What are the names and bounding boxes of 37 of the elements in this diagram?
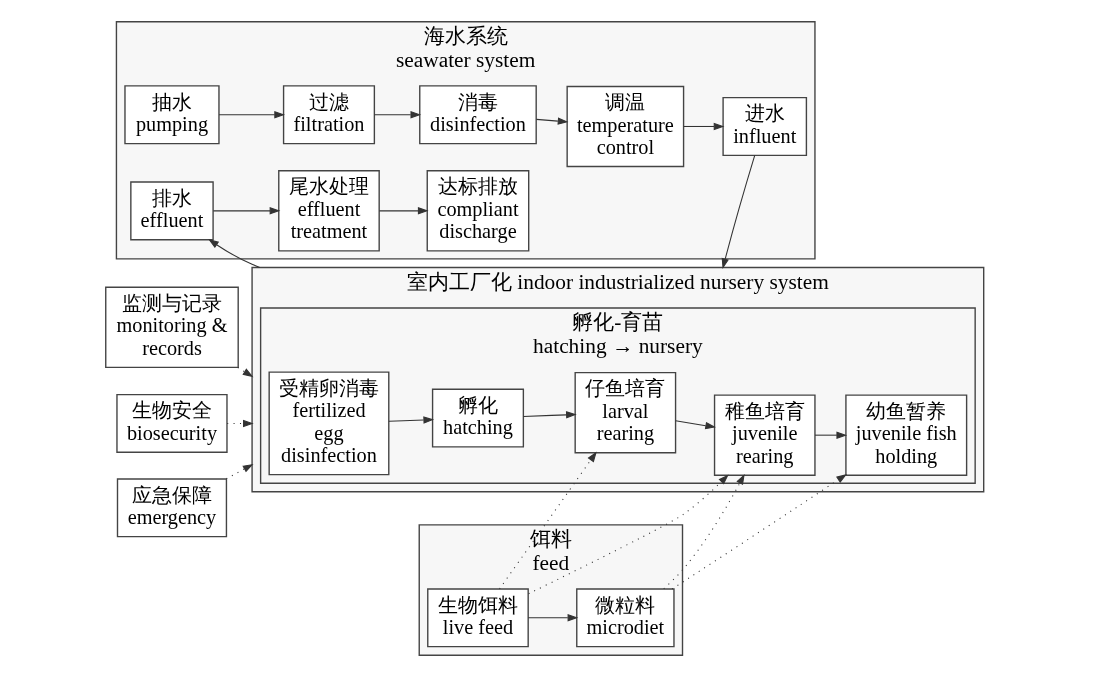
arrow (813, 430, 847, 439)
arrow (721, 154, 755, 269)
arrow (535, 116, 568, 125)
node-box: 生物饵料 live feed (426, 587, 529, 647)
node-box: 稚鱼培育 juvenile rearing (713, 393, 816, 476)
node-box: 应急保障 emergency (116, 477, 227, 537)
node-box: 排水 effluent (129, 180, 214, 240)
node-box: 过滤 filtration (282, 84, 375, 144)
node-box: 生物安全 biosecurity (115, 393, 228, 453)
arrow (527, 613, 578, 622)
arrow (674, 419, 716, 429)
node-box: 抽水 pumping (123, 84, 220, 144)
arrow (225, 463, 253, 479)
node-box: 调温 temperature control (565, 85, 684, 167)
node-box: 监测与记录 monitoring & records (104, 286, 239, 368)
arrow (212, 206, 280, 215)
node-box: 进水 influent (721, 96, 807, 156)
node-box: 微粒料 microdiet (575, 587, 675, 647)
node-box: 消毒 disinfection (418, 84, 537, 144)
node-box: 仔鱼培育 larval rearing (573, 371, 676, 453)
arrow (498, 450, 597, 589)
arrow (522, 410, 577, 419)
node-box: 孵化 hatching (431, 388, 524, 448)
arrow (218, 110, 285, 118)
arrow (682, 122, 724, 130)
node-box: 尾水处理 effluent treatment (277, 169, 380, 252)
arrow (373, 110, 421, 118)
arrow (378, 206, 429, 215)
arrow (527, 473, 729, 594)
arrow (236, 366, 253, 377)
node-box: 幼鱼暂养 juvenile fish holding (844, 393, 967, 476)
arrow (662, 473, 745, 589)
node-box: 达标排放 compliant discharge (426, 169, 529, 252)
arrow (387, 415, 434, 424)
arrow (671, 473, 847, 589)
arrow (207, 238, 260, 268)
node-box: 受精卵消毒 fertilized egg disinfection (267, 370, 389, 475)
